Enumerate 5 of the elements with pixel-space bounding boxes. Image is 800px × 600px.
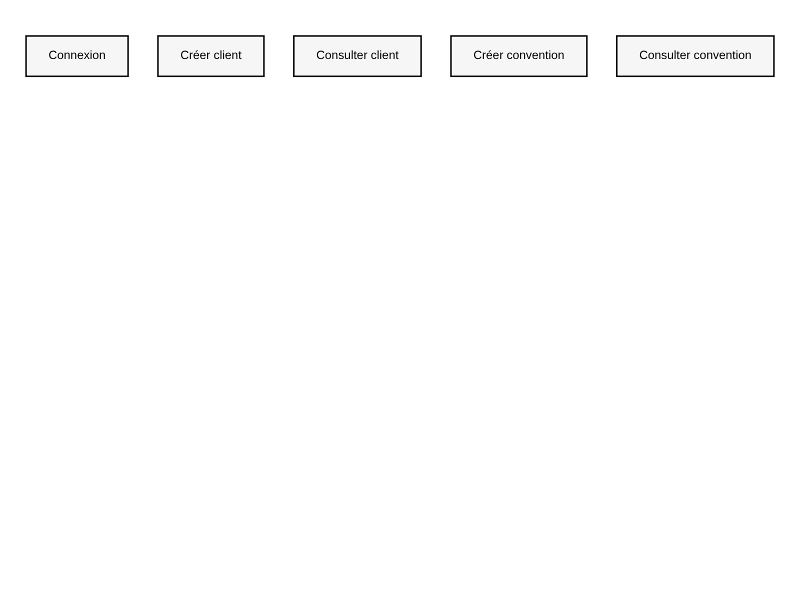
node-box: Connexion: [25, 35, 129, 78]
node-box: Consulter client: [293, 35, 422, 78]
node-box: Créer client: [157, 35, 265, 78]
node-box: Créer convention: [450, 35, 588, 78]
node-box: Consulter convention: [616, 35, 775, 78]
